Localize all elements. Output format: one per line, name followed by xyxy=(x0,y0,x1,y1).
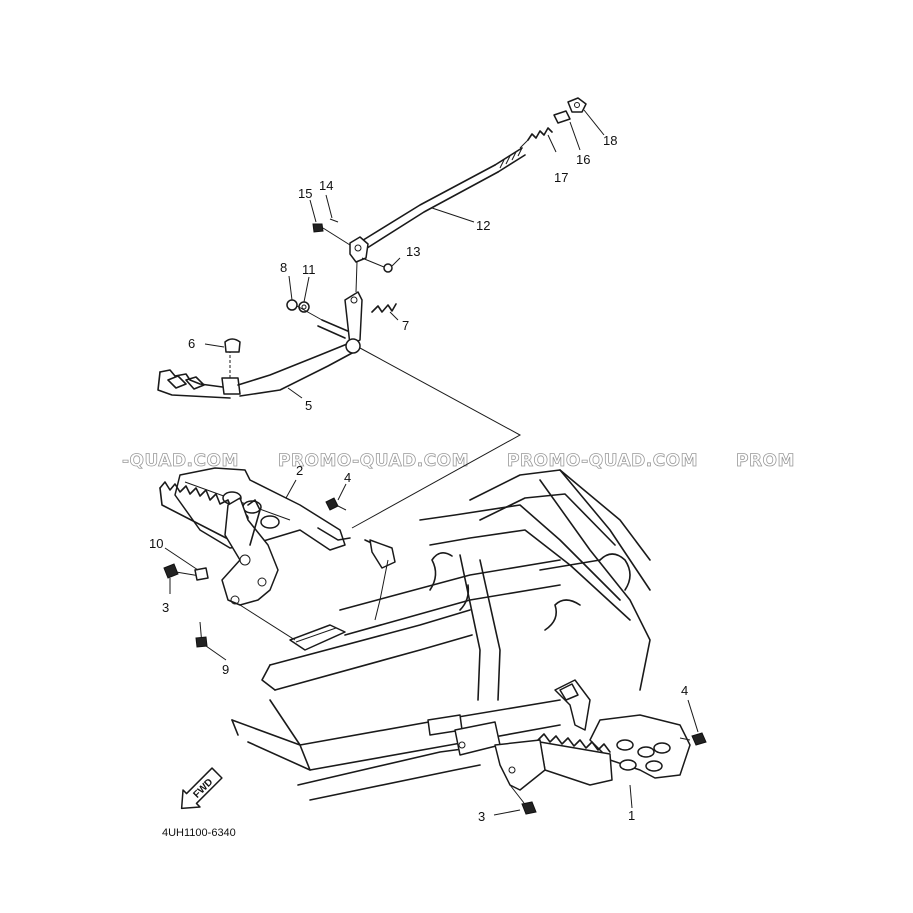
brake-pedal-drawing xyxy=(157,291,522,529)
part-number-17: 17 xyxy=(554,170,568,185)
part-number-15: 15 xyxy=(298,186,312,201)
part-number-14: 14 xyxy=(319,178,333,193)
part-number-6: 6 xyxy=(188,336,195,351)
frame-drawing xyxy=(231,469,651,801)
part-number-4: 4 xyxy=(344,470,351,485)
watermark-2: PROMO-QUAD.COM xyxy=(278,451,469,471)
part-number-10: 10 xyxy=(149,536,163,551)
part-number-18: 18 xyxy=(603,133,617,148)
drawing-code: 4UH1100-6340 xyxy=(162,827,236,839)
part-number-2: 2 xyxy=(296,463,303,478)
right-footpeg-drawing xyxy=(494,679,707,815)
watermark-4: PROM xyxy=(736,451,795,471)
part-number-3b: 3 xyxy=(478,809,485,824)
part-number-1: 1 xyxy=(628,808,635,823)
leader-lines xyxy=(164,109,699,816)
watermark-1: -QUAD.COM xyxy=(122,451,239,471)
part-number-11: 11 xyxy=(302,262,316,277)
part-number-12: 12 xyxy=(476,218,490,233)
part-number-labels: 1 2 3 3 4 4 5 6 7 8 9 10 11 12 13 14 15 … xyxy=(149,133,688,824)
part-number-4b: 4 xyxy=(681,683,688,698)
left-footpeg-drawing xyxy=(159,467,396,648)
part-number-8: 8 xyxy=(280,260,287,275)
brake-rod-drawing xyxy=(224,97,587,353)
fwd-arrow-icon: FWD xyxy=(180,767,223,810)
part-number-9: 9 xyxy=(222,662,229,677)
watermark-3: PROMO-QUAD.COM xyxy=(507,451,698,471)
part-number-13: 13 xyxy=(406,244,420,259)
watermark-row: -QUAD.COM PROMO-QUAD.COM PROMO-QUAD.COM … xyxy=(122,451,795,472)
part-number-3: 3 xyxy=(162,600,169,615)
part-number-16: 16 xyxy=(576,152,590,167)
part-number-7: 7 xyxy=(402,318,409,333)
part-number-5: 5 xyxy=(305,398,312,413)
